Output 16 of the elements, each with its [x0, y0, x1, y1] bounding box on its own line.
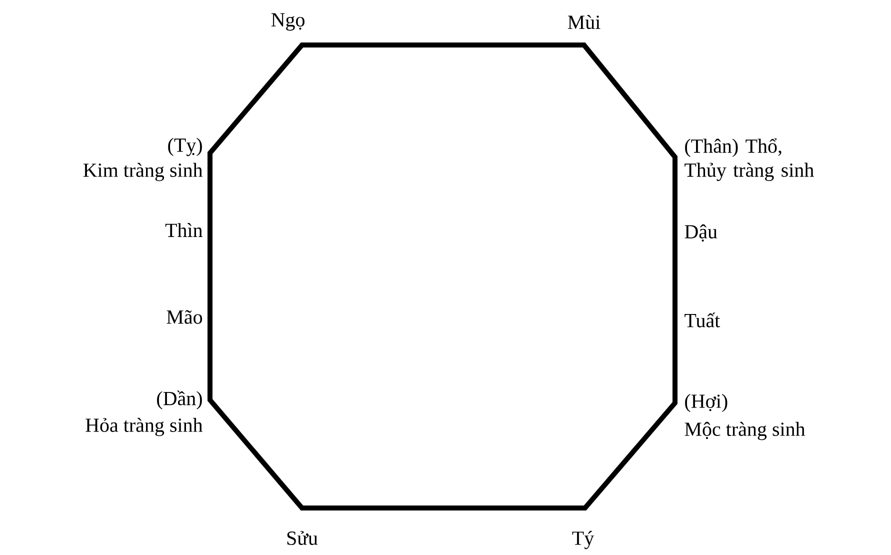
branch-label: Hỏa tràng sinh [86, 418, 203, 436]
branch-label: Sửu [287, 531, 318, 545]
branch-label: Mộc tràng sinh [684, 422, 806, 440]
branch-label: Tuất [684, 312, 720, 328]
branch-label: Tý [572, 530, 594, 550]
branch-label: Mão [166, 310, 202, 324]
branch-label: Dậu [684, 224, 718, 242]
branch-label: Mùi [568, 14, 600, 30]
branch-label: (Dần) [157, 390, 202, 410]
octagon [208, 42, 678, 510]
branch-label: (Hợi) [685, 394, 728, 412]
branch-label: Thìn [165, 223, 202, 237]
branch-label: (Thân) Thổ, Thủy tràng sinh [684, 138, 814, 181]
branch-label: Kim tràng sinh [83, 162, 203, 182]
branch-label: Ngọ [271, 13, 304, 31]
branch-label: (Tỵ) [168, 138, 202, 156]
